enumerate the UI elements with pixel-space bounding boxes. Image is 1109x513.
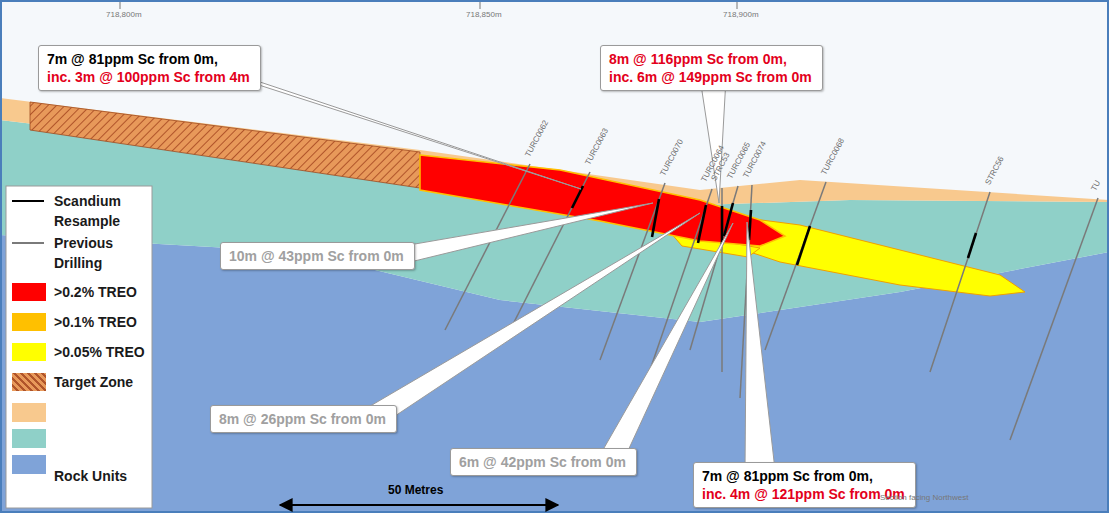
hole-id: TURC0063: [584, 127, 611, 166]
callout-box: 6m @ 42ppm Sc from 0m: [450, 448, 637, 476]
legend-box: [6, 186, 152, 508]
legend-text: >0.05% TREO: [54, 342, 146, 362]
assay-text: 7m @ 81ppm Sc from 0m,: [47, 50, 218, 68]
assay-text: 6m @ 42ppm Sc from 0m: [459, 453, 626, 471]
hole-id: TURC0070: [659, 138, 686, 177]
legend-text: Rock Units: [54, 466, 146, 486]
hole-id: STRC56: [984, 156, 1006, 187]
callout-box: 7m @ 81ppm Sc from 0m,inc. 3m @ 100ppm S…: [38, 45, 261, 91]
assay-text: 10m @ 43ppm Sc from 0m: [229, 247, 404, 265]
legend-text: >0.1% TREO: [54, 312, 146, 332]
legend-swatch: [12, 200, 44, 202]
assay-text: 7m @ 81ppm Sc from 0m,: [702, 467, 873, 485]
easting-label: 718,800m: [106, 11, 142, 20]
easting-label: 718,850m: [466, 11, 502, 20]
callout-box: 8m @ 26ppm Sc from 0m: [210, 405, 397, 433]
target-zone: [30, 102, 420, 188]
legend-swatch: [12, 242, 44, 244]
assay-text: inc. 4m @ 121ppm Sc from 0m: [702, 485, 905, 503]
assay-text: 8m @ 116ppm Sc from 0m,: [609, 50, 787, 68]
scale-label: 50 Metres: [388, 484, 443, 497]
callout-box: 10m @ 43ppm Sc from 0m: [220, 242, 415, 270]
scale-bar: [280, 504, 558, 506]
section-note: Section facing Northwest: [880, 494, 969, 503]
legend-swatch: [12, 283, 46, 301]
assay-text: inc. 6m @ 149ppm Sc from 0m: [609, 68, 812, 86]
easting-label: 718,900m: [723, 11, 759, 20]
grid-ticks: [120, 2, 737, 9]
legend-text: Scandium Resample: [54, 191, 146, 231]
legend-swatch: [12, 313, 46, 331]
hole-id: TURC0068: [820, 137, 847, 176]
legend-text: Target Zone: [54, 372, 146, 392]
hole-id: TURC0062: [524, 119, 551, 158]
legend-text: Previous Drilling: [54, 233, 146, 273]
drill-holes: [445, 164, 1098, 440]
legend-swatch: [12, 373, 46, 391]
legend-swatch: [12, 343, 46, 361]
callout-box: 8m @ 116ppm Sc from 0m,inc. 6m @ 149ppm …: [600, 45, 823, 91]
hole-id: TU: [1090, 179, 1103, 193]
assay-text: 8m @ 26ppm Sc from 0m: [219, 410, 386, 428]
assay-text: inc. 3m @ 100ppm Sc from 4m: [47, 68, 250, 86]
rock-unit-swatches: [12, 403, 46, 474]
legend-text: >0.2% TREO: [54, 282, 146, 302]
